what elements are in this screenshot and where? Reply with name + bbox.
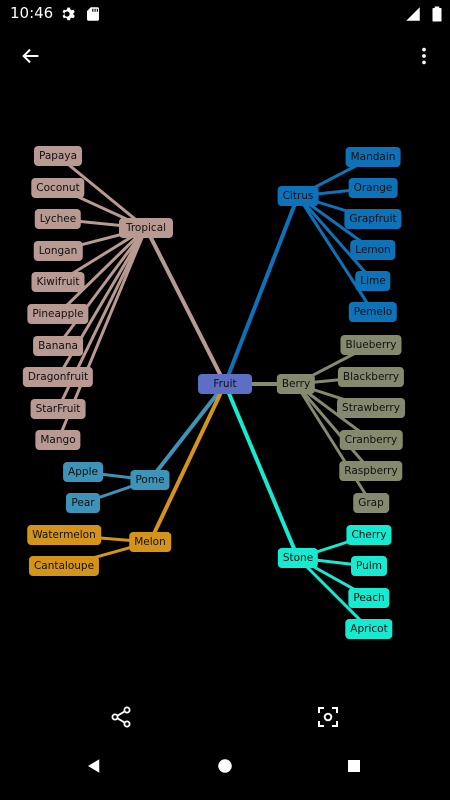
connector-pemelo [296, 194, 375, 314]
node-orange[interactable]: Orange [348, 178, 398, 198]
node-strawberry[interactable]: Strawberry [337, 398, 405, 419]
node-blackberry[interactable]: Blackberry [337, 366, 405, 387]
connector-papaya [56, 154, 148, 230]
node-pulm[interactable]: Pulm [351, 556, 387, 577]
branch-node-citrus[interactable]: Citrus [277, 186, 319, 206]
app-bar [0, 28, 450, 84]
node-kiwifruit[interactable]: Kiwifruit [31, 272, 85, 293]
node-cherry[interactable]: Cherry [346, 525, 392, 545]
node-papaya[interactable]: Papaya [33, 146, 83, 166]
branch-node-tropical[interactable]: Tropical [119, 218, 173, 238]
node-coconut[interactable]: Coconut [31, 177, 85, 198]
node-lychee[interactable]: Lychee [34, 209, 82, 230]
node-blueberry[interactable]: Blueberry [340, 335, 402, 355]
branch-node-pome[interactable]: Pome [130, 470, 170, 490]
share-icon[interactable] [99, 695, 143, 739]
battery-icon [428, 5, 446, 23]
connector-root-tropical [144, 226, 227, 386]
branch-node-berry[interactable]: Berry [276, 374, 316, 394]
home-circle-icon[interactable] [205, 746, 245, 786]
node-lemon[interactable]: Lemon [350, 240, 396, 260]
node-banana[interactable]: Banana [33, 335, 83, 356]
connector-root-melon [148, 382, 227, 544]
branch-node-melon[interactable]: Melon [129, 532, 171, 552]
signal-icon [404, 5, 422, 23]
node-pineapple[interactable]: Pineapple [27, 304, 89, 324]
connector-grap [294, 382, 373, 505]
back-triangle-icon[interactable] [74, 746, 114, 786]
status-time: 10:46 [10, 4, 54, 22]
node-raspberry[interactable]: Raspberry [339, 461, 403, 482]
connector-root-citrus [223, 194, 300, 386]
more-vert-icon[interactable] [404, 36, 444, 76]
recents-square-icon[interactable] [334, 746, 374, 786]
center-focus-icon[interactable] [306, 695, 350, 739]
node-peach[interactable]: Peach [348, 587, 390, 608]
node-longan[interactable]: Longan [33, 240, 83, 261]
node-grap[interactable]: Grap [353, 493, 389, 513]
node-apple[interactable]: Apple [63, 462, 103, 482]
connector-raspberry [294, 382, 373, 473]
connector-apricot [296, 556, 371, 631]
connector-lime [296, 194, 375, 283]
sd-card-icon [84, 5, 102, 23]
settings-icon [58, 5, 76, 23]
node-apricot[interactable]: Apricot [345, 618, 393, 639]
node-mandain[interactable]: Mandain [345, 147, 401, 167]
node-cranberry[interactable]: Cranberry [339, 429, 403, 450]
node-watermelon[interactable]: Watermelon [27, 525, 101, 545]
node-lime[interactable]: Lime [355, 271, 391, 291]
node-pemelo[interactable]: Pemelo [348, 302, 398, 322]
connector-root-stone [223, 382, 300, 560]
node-pear[interactable]: Pear [66, 493, 100, 513]
node-dragonfruit[interactable]: Dragonfruit [22, 367, 94, 388]
connector-pineapple [56, 226, 148, 316]
branch-node-stone[interactable]: Stone [277, 548, 319, 568]
connector-banana [56, 226, 148, 348]
node-mango[interactable]: Mango [35, 430, 81, 451]
connector-root-pome [148, 382, 227, 482]
node-grapfruit[interactable]: Grapfruit [344, 209, 402, 229]
node-cantaloupe[interactable]: Cantaloupe [28, 556, 100, 576]
node-starfruit[interactable]: StarFruit [30, 398, 86, 419]
root-node-fruit[interactable]: Fruit [198, 374, 252, 394]
nav-bar [0, 744, 450, 800]
status-bar: 10:46 [0, 0, 450, 28]
back-arrow-icon[interactable] [11, 36, 51, 76]
